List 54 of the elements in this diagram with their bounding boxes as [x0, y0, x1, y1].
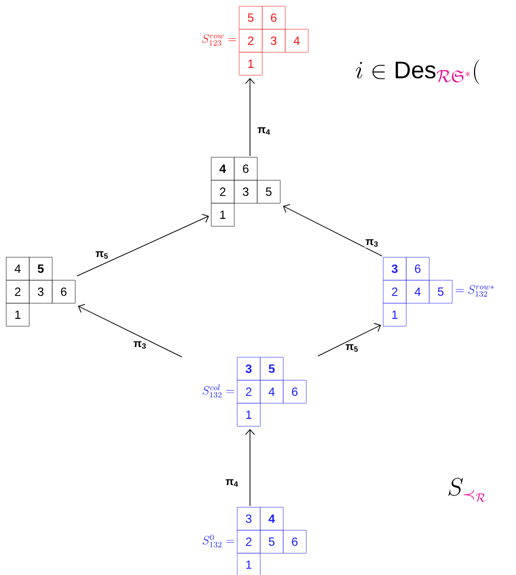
formula: $i \in \mathrm{Des}_{\textcolor{magenta}{\mathcal{R}\mathfrak{S}^*}}($ — [356, 60, 480, 84]
tableau-cell: 6 — [283, 530, 306, 554]
tableau-cell: 3 — [234, 180, 258, 204]
tableau-cell: 4 — [211, 157, 234, 180]
tableau-cell: 4 — [406, 280, 430, 304]
tableau-cell: 1 — [6, 303, 30, 326]
tableau-cell: 2 — [239, 29, 262, 52]
edge-label: π$_{4}$ — [226, 479, 238, 487]
edge-label: π$_{5}$ — [96, 251, 108, 259]
tableau-cell: 3 — [237, 357, 260, 380]
tableau-cell: 3 — [383, 257, 406, 280]
tableau-cell: 5 — [257, 180, 280, 204]
edge-label: π$_{3}$ — [134, 341, 146, 349]
tableau-cell: 6 — [234, 157, 258, 180]
tableau-cell: 2 — [6, 280, 30, 304]
tableau-cell: 5 — [239, 6, 262, 30]
tableau-label: $S^{0}_{132} =$ — [202, 534, 234, 548]
tableau-cell: 3 — [237, 507, 260, 530]
arrow — [245, 78, 255, 156]
tableau-cell: 4 — [285, 29, 308, 52]
tableau-cell: 1 — [237, 403, 260, 426]
arrow — [76, 214, 209, 276]
tableau-cell: 3 — [29, 280, 52, 304]
tableau-cell: 3 — [262, 29, 286, 52]
tableau-cell: 2 — [211, 180, 234, 204]
tableau-cell: 1 — [237, 553, 260, 575]
tableau-cell: 5 — [29, 257, 52, 280]
tableau-cell: 2 — [237, 530, 260, 554]
edge-label: π$_{5}$ — [346, 344, 358, 352]
tableau-cell: 6 — [283, 380, 306, 404]
arrow — [78, 304, 182, 358]
edge-label: π$_{3}$ — [366, 239, 378, 247]
tableau-cell: 5 — [260, 530, 284, 554]
edge-label: π$_{4}$ — [258, 127, 270, 135]
arrow — [245, 429, 255, 506]
tableau-cell: 2 — [237, 380, 260, 404]
arrow — [283, 204, 382, 256]
tableau-cell: 4 — [6, 257, 30, 280]
arrow — [318, 323, 381, 356]
tableau-cell: 1 — [211, 203, 234, 226]
tableau-cell: 2 — [383, 280, 406, 304]
tableau-cell: 1 — [239, 52, 262, 76]
tableau-cell: 6 — [52, 280, 76, 304]
tableau-label: $S^{col}_{132} =$ — [202, 384, 234, 398]
tableau-cell: 5 — [260, 357, 284, 380]
tableau-label: $= S^{row*}_{132}$ — [456, 285, 494, 297]
tableau-cell: 6 — [406, 257, 430, 280]
tableau-cell: 6 — [262, 6, 286, 30]
tableau-cell: 4 — [260, 380, 284, 404]
tableau-cell: 4 — [260, 507, 284, 530]
tableau-cell: 1 — [383, 303, 406, 326]
tableau-cell: 5 — [429, 280, 452, 304]
tableau-label: $S^{row}_{123} =$ — [202, 34, 236, 46]
formula: $S_{\textcolor{magenta}{\prec_{\mathcal{R}}}}$ — [448, 478, 486, 502]
